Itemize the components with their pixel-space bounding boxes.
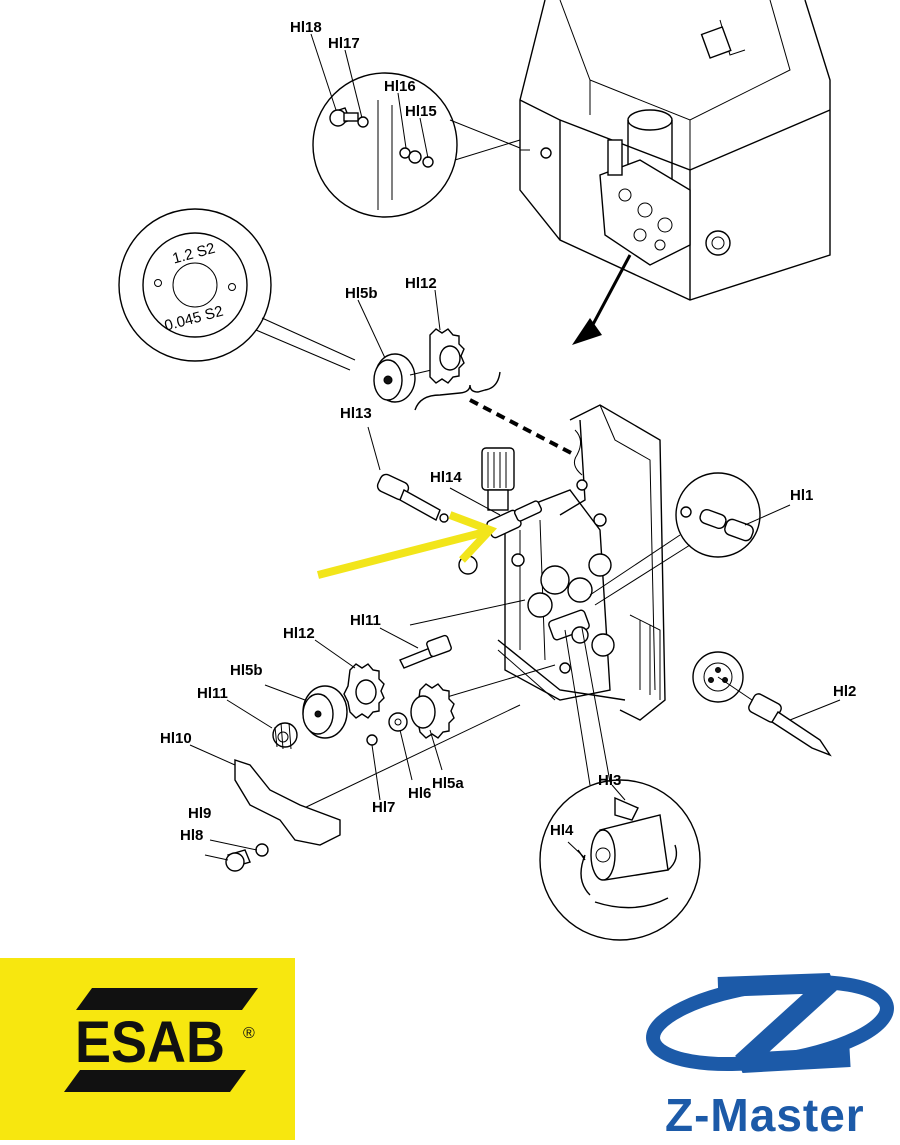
zoom-arrow <box>572 254 632 345</box>
callout-hl8: Hl8 <box>180 827 203 844</box>
inlet-guide-hl13 <box>376 473 449 523</box>
callout-hl5a: Hl5a <box>432 775 464 792</box>
zmaster-logo-text: Z-Master <box>665 1089 865 1141</box>
zmaster-logo <box>630 965 900 1140</box>
callout-hl17: Hl17 <box>328 35 360 52</box>
callout-hl15: Hl15 <box>405 103 437 120</box>
callout-hl6: Hl6 <box>408 785 431 802</box>
esab-logo-text: ESAB <box>75 1010 225 1075</box>
callout-leaders-top <box>310 33 429 159</box>
callout-hl12-top: Hl12 <box>405 275 437 292</box>
callout-hl3: Hl3 <box>598 772 621 789</box>
callout-hl16: Hl16 <box>384 78 416 95</box>
feeder-cabinet <box>519 0 831 301</box>
lower-parts <box>225 599 556 872</box>
callout-hl14: Hl14 <box>430 469 462 486</box>
roll-marking-detail: 1.2 S2 0.045 S2 <box>118 208 356 371</box>
detail-circle-hl1 <box>589 472 761 606</box>
highlight-arrow <box>317 511 498 579</box>
callout-hl11-shaft: Hl11 <box>350 612 381 629</box>
callout-labels: Hl18 Hl17 Hl16 Hl15 Hl5b Hl12 Hl13 Hl14 … <box>160 19 856 844</box>
callout-hl7: Hl7 <box>372 799 395 816</box>
callout-hl10: Hl10 <box>160 730 192 747</box>
callout-hl5b-bottom: Hl5b <box>230 662 263 679</box>
detail-circle-panel-screws <box>312 72 521 218</box>
callout-hl13: Hl13 <box>340 405 372 422</box>
drive-unit-body <box>458 404 666 721</box>
detail-circle-hl3-hl4 <box>539 627 701 941</box>
dashed-guide <box>469 398 576 457</box>
upper-roll-assembly <box>373 328 501 411</box>
outlet-hl2 <box>692 651 832 757</box>
callout-hl18: Hl18 <box>290 19 322 36</box>
callout-hl1: Hl1 <box>790 487 813 504</box>
esab-logo-mark: ESAB ® <box>64 988 258 1092</box>
esab-registered-mark: ® <box>243 1025 255 1042</box>
callout-hl5b-top: Hl5b <box>345 285 378 302</box>
zmaster-z-emblem <box>646 973 894 1073</box>
callout-hl12-bottom: Hl12 <box>283 625 315 642</box>
esab-logo: ESAB ® <box>0 958 295 1140</box>
callout-hl11-knob: Hl11 <box>197 685 228 702</box>
callout-leaders <box>189 289 841 861</box>
callout-hl9: Hl9 <box>188 805 211 822</box>
callout-hl4: Hl4 <box>550 822 574 839</box>
callout-hl2: Hl2 <box>833 683 856 700</box>
